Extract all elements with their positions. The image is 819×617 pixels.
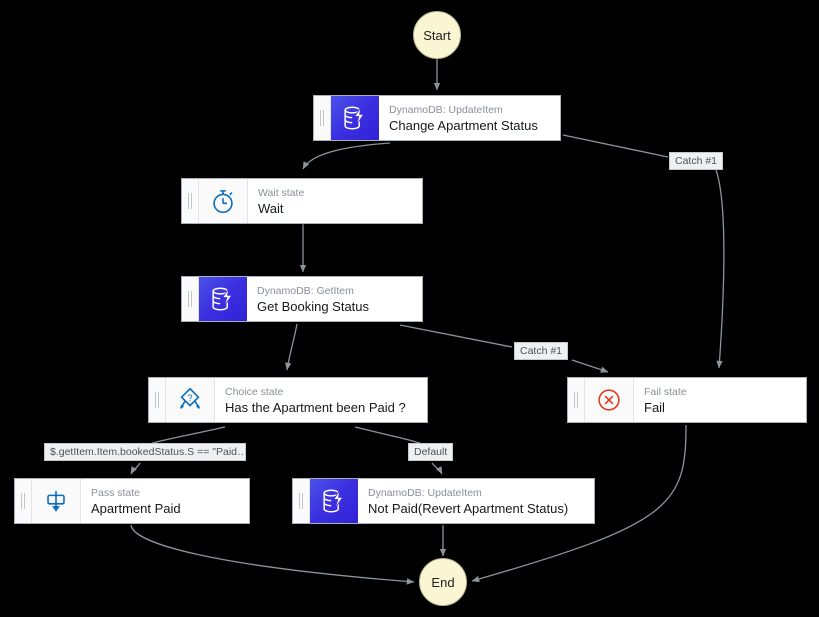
node-labels: Choice state Has the Apartment been Paid… [215, 378, 427, 422]
node-title: Get Booking Status [257, 298, 370, 314]
node-labels: Pass state Apartment Paid [81, 479, 249, 523]
state-node-change-apartment-status[interactable]: DynamoDB: UpdateItem Change Apartment St… [313, 95, 561, 141]
state-node-not-paid-revert-apartment-status[interactable]: DynamoDB: UpdateItem Not Paid(Revert Apa… [292, 478, 595, 524]
node-title: Wait [258, 200, 284, 216]
node-labels: DynamoDB: GetItem Get Booking Status [247, 277, 422, 321]
state-node-apartment-paid[interactable]: Pass state Apartment Paid [14, 478, 250, 524]
node-labels: Wait state Wait [248, 179, 422, 223]
drag-handle[interactable] [568, 378, 585, 422]
start-node[interactable]: Start [413, 11, 461, 59]
node-subtitle: DynamoDB: GetItem [257, 284, 354, 297]
node-subtitle: DynamoDB: UpdateItem [389, 103, 503, 116]
edge-label-catch-1-mid[interactable]: Catch #1 [514, 342, 569, 360]
dynamodb-icon [331, 96, 379, 140]
edge-catch-top-to-fail [715, 169, 725, 369]
drag-handle[interactable] [314, 96, 331, 140]
edge-fail-to-end [471, 424, 687, 583]
edge-label-default[interactable]: Default [408, 443, 454, 461]
state-node-get-booking-status[interactable]: DynamoDB: GetItem Get Booking Status [181, 276, 423, 322]
state-node-wait[interactable]: Wait state Wait [181, 178, 423, 224]
node-title: Change Apartment Status [389, 117, 538, 133]
node-labels: Fail state Fail [634, 378, 806, 422]
node-labels: DynamoDB: UpdateItem Not Paid(Revert Apa… [358, 479, 594, 523]
node-subtitle: Wait state [258, 186, 305, 199]
edge-label-catch-1-top[interactable]: Catch #1 [669, 152, 724, 170]
edge-change-status-to-wait [302, 142, 391, 170]
svg-text:?: ? [187, 393, 192, 403]
drag-handle[interactable] [15, 479, 32, 523]
node-title: Not Paid(Revert Apartment Status) [368, 500, 569, 516]
dynamodb-icon [310, 479, 358, 523]
node-subtitle: DynamoDB: UpdateItem [368, 486, 482, 499]
drag-handle[interactable] [182, 179, 199, 223]
edge-label-choice-condition[interactable]: $.getItem.Item.bookedStatus.S == "Paid… [44, 443, 246, 461]
fail-circle-x-icon [585, 378, 634, 422]
state-node-fail[interactable]: Fail state Fail [567, 377, 807, 423]
node-subtitle: Fail state [644, 385, 687, 398]
node-subtitle: Choice state [225, 385, 284, 398]
edge-get-booking-to-choice [285, 323, 298, 371]
end-label: End [431, 574, 455, 590]
stopwatch-icon [199, 179, 248, 223]
dynamodb-icon [199, 277, 247, 321]
node-title: Apartment Paid [91, 500, 181, 516]
edge-condition-label-to-apartment-paid [130, 462, 141, 475]
edge-get-booking-to-catch-mid [399, 324, 513, 348]
node-subtitle: Pass state [91, 486, 141, 499]
edge-default-label-to-not-paid [431, 462, 443, 475]
edge-apartment-paid-to-end [130, 524, 415, 585]
drag-handle[interactable] [149, 378, 166, 422]
edge-catch-mid-to-fail [571, 359, 609, 373]
pass-arrow-icon [32, 479, 81, 523]
node-title: Has the Apartment been Paid ? [225, 399, 406, 415]
choice-diamond-icon: ? [166, 378, 215, 422]
start-label: Start [423, 27, 451, 43]
state-node-has-the-apartment-been-paid[interactable]: ? Choice state Has the Apartment been Pa… [148, 377, 428, 423]
end-node[interactable]: End [419, 558, 467, 606]
node-labels: DynamoDB: UpdateItem Change Apartment St… [379, 96, 560, 140]
node-title: Fail [644, 399, 665, 415]
drag-handle[interactable] [182, 277, 199, 321]
edge-change-status-to-catch-top [562, 134, 669, 158]
drag-handle[interactable] [293, 479, 310, 523]
